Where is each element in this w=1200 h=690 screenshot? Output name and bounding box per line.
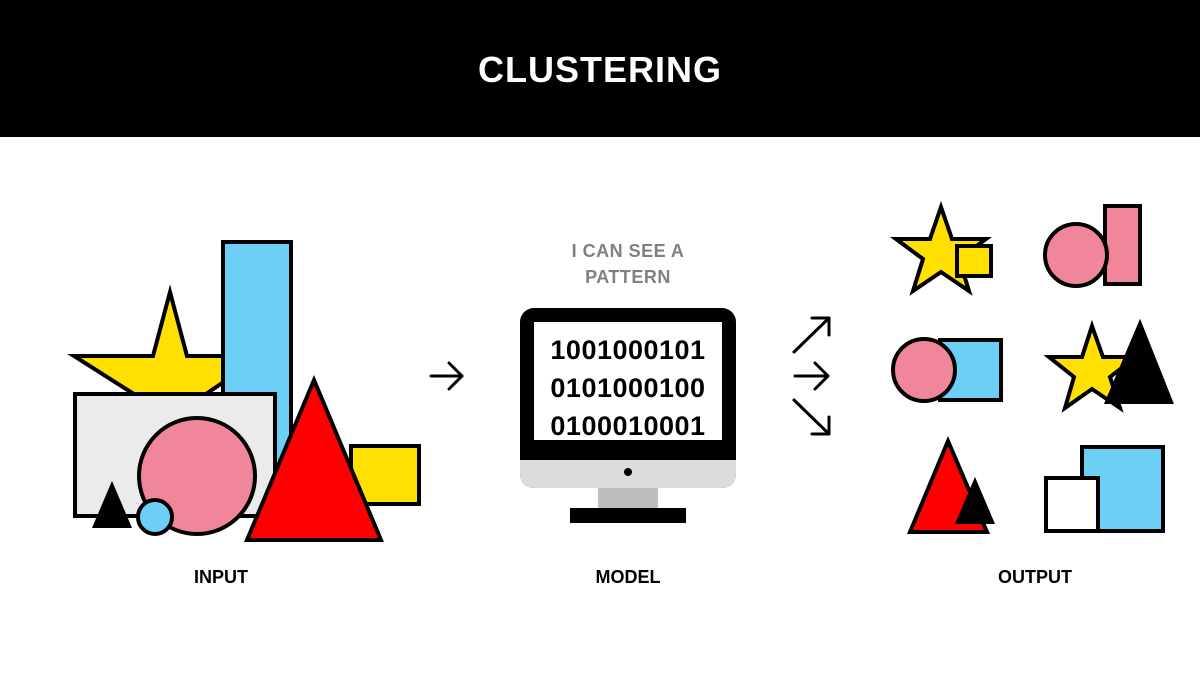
binary-line-1: 1001000101	[550, 335, 706, 365]
speech-line-1: I CAN SEE A	[571, 241, 685, 261]
output-star-1	[889, 200, 993, 296]
output-white-square	[1044, 476, 1100, 533]
arrow-down-right-icon	[792, 398, 831, 436]
cluster-triangles	[906, 435, 996, 534]
output-arrows	[792, 316, 831, 436]
binary-readout: 1001000101 0101000100 0100010001	[534, 331, 722, 445]
cluster-squares	[1044, 445, 1165, 533]
cluster-pink	[1043, 204, 1142, 288]
cluster-star-square	[889, 200, 993, 296]
arrow-up-right-icon	[792, 316, 831, 354]
input-label: INPUT	[194, 567, 248, 587]
binary-line-3: 0100010001	[550, 411, 706, 441]
cluster-star-triangle	[1043, 318, 1174, 413]
monitor-power-dot	[624, 468, 632, 476]
output-label: OUTPUT	[998, 567, 1072, 587]
input-red-triangle	[243, 374, 385, 542]
output-pink-circle-2	[891, 337, 957, 403]
binary-line-2: 0101000100	[550, 373, 706, 403]
page-title: CLUSTERING	[478, 48, 722, 90]
speech-line-2: PATTERN	[585, 267, 671, 287]
output-shapes	[889, 200, 1174, 534]
input-black-triangle	[91, 480, 133, 528]
cluster-circle-square	[891, 337, 1003, 403]
input-shapes	[67, 240, 421, 542]
monitor-icon	[520, 308, 736, 523]
monitor-stand	[570, 508, 686, 523]
model-speech-text: I CAN SEE A PATTERN	[528, 238, 728, 290]
arrow-right-icon	[793, 361, 830, 391]
monitor-neck	[598, 488, 658, 510]
monitor-screen	[534, 322, 722, 440]
arrow-right-icon	[429, 361, 464, 391]
output-black-triangle-2	[954, 476, 996, 524]
input-blue-circle	[136, 498, 174, 536]
model-label: MODEL	[595, 567, 661, 587]
output-black-triangle-1	[1103, 318, 1174, 404]
output-pink-rect	[1103, 204, 1142, 286]
header-bar: CLUSTERING	[0, 0, 1200, 137]
output-pink-circle-1	[1043, 222, 1109, 288]
output-yellow-square	[955, 244, 993, 278]
